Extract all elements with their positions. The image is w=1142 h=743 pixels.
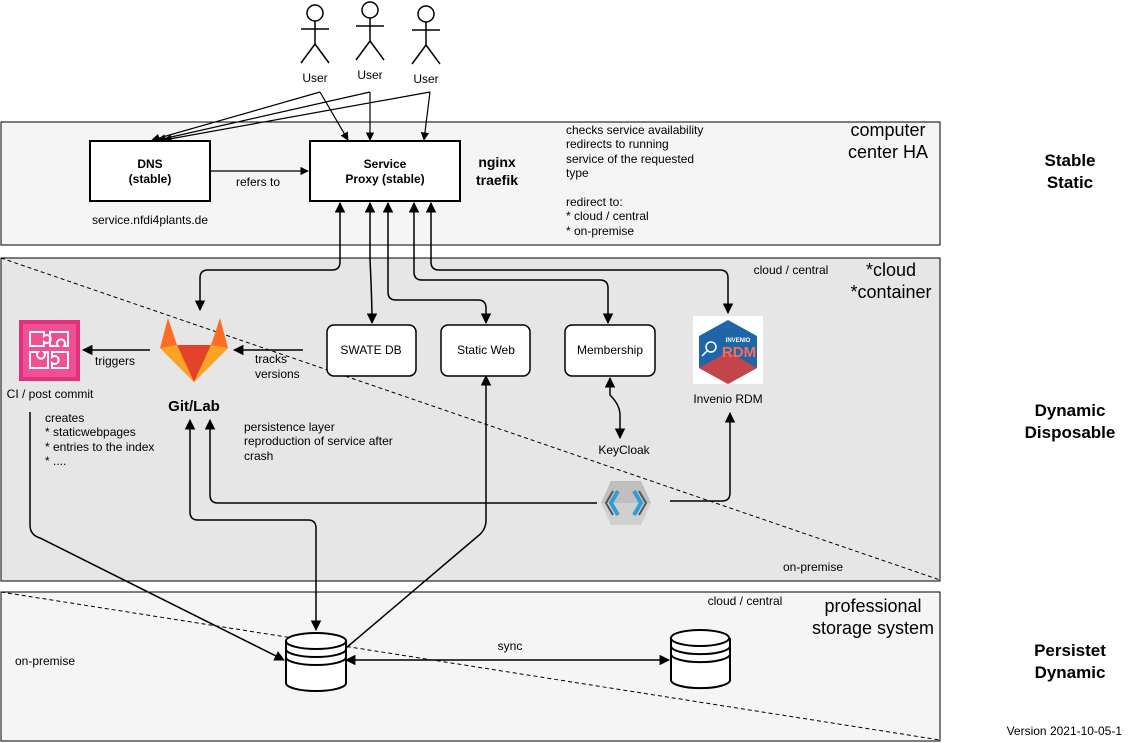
side-label-bottom-2: Dynamic [1035,663,1106,682]
service-proxy-box [309,140,461,202]
triggers-label: triggers [95,354,135,368]
svg-text:RDM: RDM [722,344,756,361]
invenio-rdm-logo: INVENIO RDM [693,316,763,384]
invenio-label: Invenio RDM [693,392,762,406]
side-label-bottom-1: Persistet [1034,641,1106,660]
middle-onprem-label: on-premise [783,560,843,574]
bottom-cloud-label: cloud / central [708,594,783,608]
svg-text:redirects to running: redirects to running [566,137,669,151]
bottom-onprem-label: on-premise [15,654,75,668]
svg-text:creates: creates [45,411,84,425]
user-label: User [413,72,438,86]
user-to-dns-arrow [163,91,431,143]
keycloak-label: KeyCloak [598,443,650,457]
staticweb-storage-arrow [345,374,492,649]
user-icon [355,1,385,61]
swate-db-box [326,324,417,377]
ci-creates-text: creates * staticwebpages * entries to th… [45,411,154,468]
gitlab-label: Git/Lab [168,398,220,415]
svg-text:redirect to:: redirect to: [566,195,623,209]
zone-top-title-1: computer [850,120,925,140]
dns-domain: service.nfdi4plants.de [92,213,208,227]
zone-middle-title-1: *cloud [866,260,916,280]
zone-middle-title-2: *container [850,282,931,302]
zone-storage-system [0,591,941,742]
svg-text:* cloud / central: * cloud / central [566,209,649,223]
keycloak-invenio-arrow [670,411,736,502]
svg-text:checks service availability: checks service availability [566,123,703,137]
zone-bottom-title-1: professional [824,596,921,616]
svg-text:crash: crash [244,449,273,463]
user-to-proxy-arrow [319,91,349,141]
side-label-top-1: Stable [1044,151,1095,170]
svg-text:* on-premise: * on-premise [566,224,634,238]
zone-divider-bottom [0,591,941,741]
zone-divider-middle [0,257,941,581]
version-label: Version 2021-10-05-1 [1007,724,1123,738]
proxy-swatedb-arrow [364,201,378,325]
svg-text:type: type [566,166,589,180]
dns-box [89,140,211,202]
static-web-label: Static Web [457,343,515,357]
gitlab-logo [160,318,228,382]
tracks-label: tracks [255,352,287,366]
keycloak-icon [601,481,651,525]
refers-to-label: refers to [236,175,280,189]
versions-label: versions [255,367,300,381]
zone-bottom-title-2: storage system [812,618,934,638]
svg-text:* ....: * .... [45,454,66,468]
side-label-top-2: Static [1047,173,1093,192]
user-to-proxy-arrow [420,91,431,141]
svg-text:persistence layer: persistence layer [244,420,335,434]
svg-text:INVENIO: INVENIO [726,338,751,344]
svg-text:* staticwebpages: * staticwebpages [45,425,136,439]
proxy-impl-nginx: nginx [478,154,516,170]
sync-label: sync [498,639,523,653]
ci-label: CI / post commit [7,387,94,401]
membership-box [564,324,656,377]
gitlab-storage-arrow [184,418,322,632]
zone-top-title-2: center HA [848,142,928,162]
svg-text:* entries to the index: * entries to the index [45,440,154,454]
side-label-middle-1: Dynamic [1035,401,1106,420]
swate-db-label: SWATE DB [340,343,401,357]
proxy-impl-traefik: traefik [476,172,518,188]
user-label: User [357,68,382,82]
proxy-subtitle: Proxy (stable) [345,172,424,186]
svg-text:reproduction of service after: reproduction of service after [244,434,393,448]
user-to-dns-arrow [151,91,321,142]
proxy-gitlab-arrow [194,201,346,312]
ci-puzzle-icon [19,320,80,381]
proxy-invenio-arrow [425,201,734,315]
membership-label: Membership [577,343,643,357]
user-label: User [302,71,327,85]
user-icon [300,4,330,64]
middle-cloud-label: cloud / central [754,263,829,277]
user-to-dns-arrow [157,91,371,143]
storage-cylinder-cloud [670,629,731,690]
dns-title: DNS [137,157,162,171]
proxy-title: Service [364,157,407,171]
user-icon [411,5,441,65]
membership-keycloak-arrow [604,376,626,440]
dns-subtitle: (stable) [129,172,172,186]
ci-storage-arrow [29,412,285,661]
side-label-middle-2: Disposable [1025,423,1116,442]
storage-cylinder-onprem [285,632,347,692]
svg-text:service of the requested: service of the requested [566,152,694,166]
